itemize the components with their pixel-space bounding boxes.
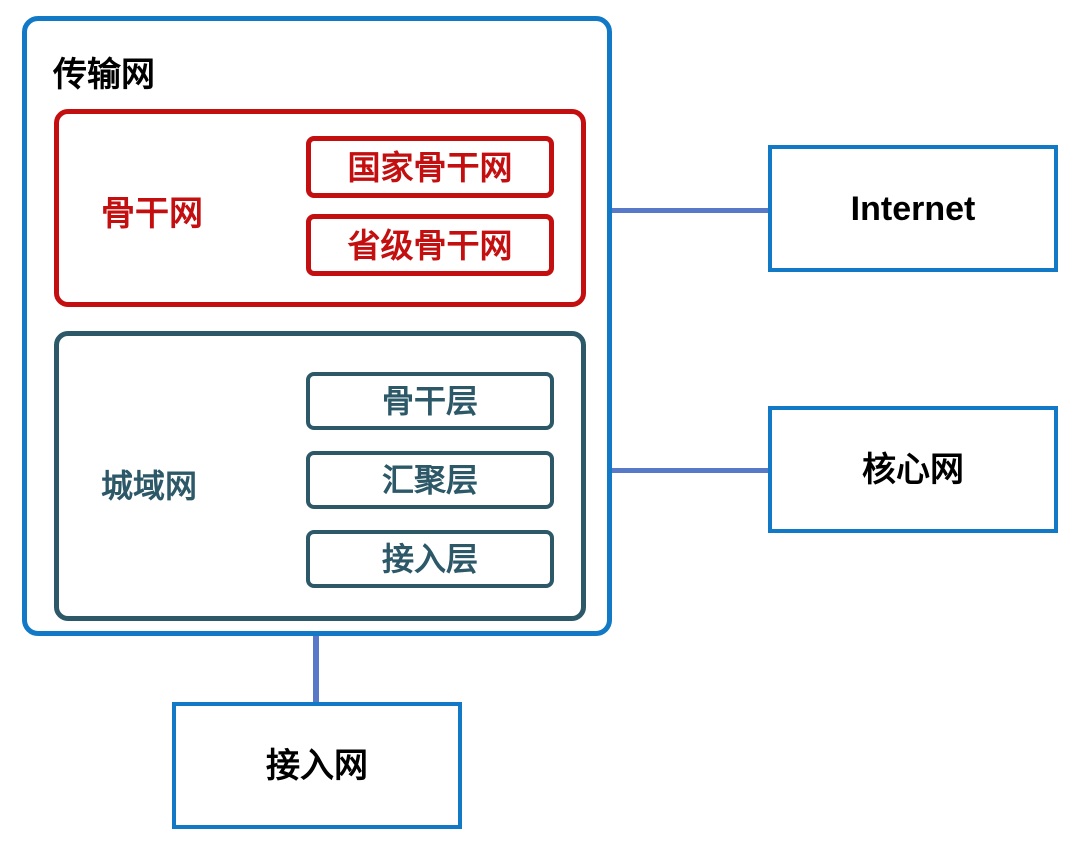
backbone-item-provincial[interactable]: 省级骨干网 <box>306 214 554 276</box>
metro-item-access-layer-label: 接入层 <box>381 541 478 577</box>
node-internet[interactable]: Internet <box>768 145 1058 272</box>
node-access-network-label: 接入网 <box>266 746 368 785</box>
metro-item-backbone-layer-label: 骨干层 <box>381 383 478 419</box>
backbone-item-provincial-label: 省级骨干网 <box>347 226 513 264</box>
connector-transport-to-access-network <box>313 630 319 704</box>
metro-item-aggregation-layer[interactable]: 汇聚层 <box>306 451 554 509</box>
backbone-network-label: 骨干网 <box>101 195 203 233</box>
node-core-network-label: 核心网 <box>862 450 964 489</box>
metro-network-group[interactable]: 城域网 骨干层 汇聚层 接入层 <box>54 331 586 621</box>
backbone-item-national[interactable]: 国家骨干网 <box>306 136 554 198</box>
page-title: 传输网 <box>53 56 155 94</box>
metro-network-label: 城域网 <box>101 468 198 504</box>
backbone-item-national-label: 国家骨干网 <box>347 148 513 186</box>
node-core-network[interactable]: 核心网 <box>768 406 1058 533</box>
node-internet-label: Internet <box>850 189 976 228</box>
metro-item-aggregation-layer-label: 汇聚层 <box>381 462 478 498</box>
node-access-network[interactable]: 接入网 <box>172 702 462 829</box>
metro-item-access-layer[interactable]: 接入层 <box>306 530 554 588</box>
connector-transport-to-core-network <box>608 468 772 473</box>
transport-network-container[interactable]: 传输网 骨干网 国家骨干网 省级骨干网 城域网 骨干层 汇聚层 接入层 <box>22 16 612 636</box>
backbone-network-group[interactable]: 骨干网 国家骨干网 省级骨干网 <box>54 109 586 307</box>
metro-item-backbone-layer[interactable]: 骨干层 <box>306 372 554 430</box>
connector-transport-to-internet <box>608 208 772 213</box>
